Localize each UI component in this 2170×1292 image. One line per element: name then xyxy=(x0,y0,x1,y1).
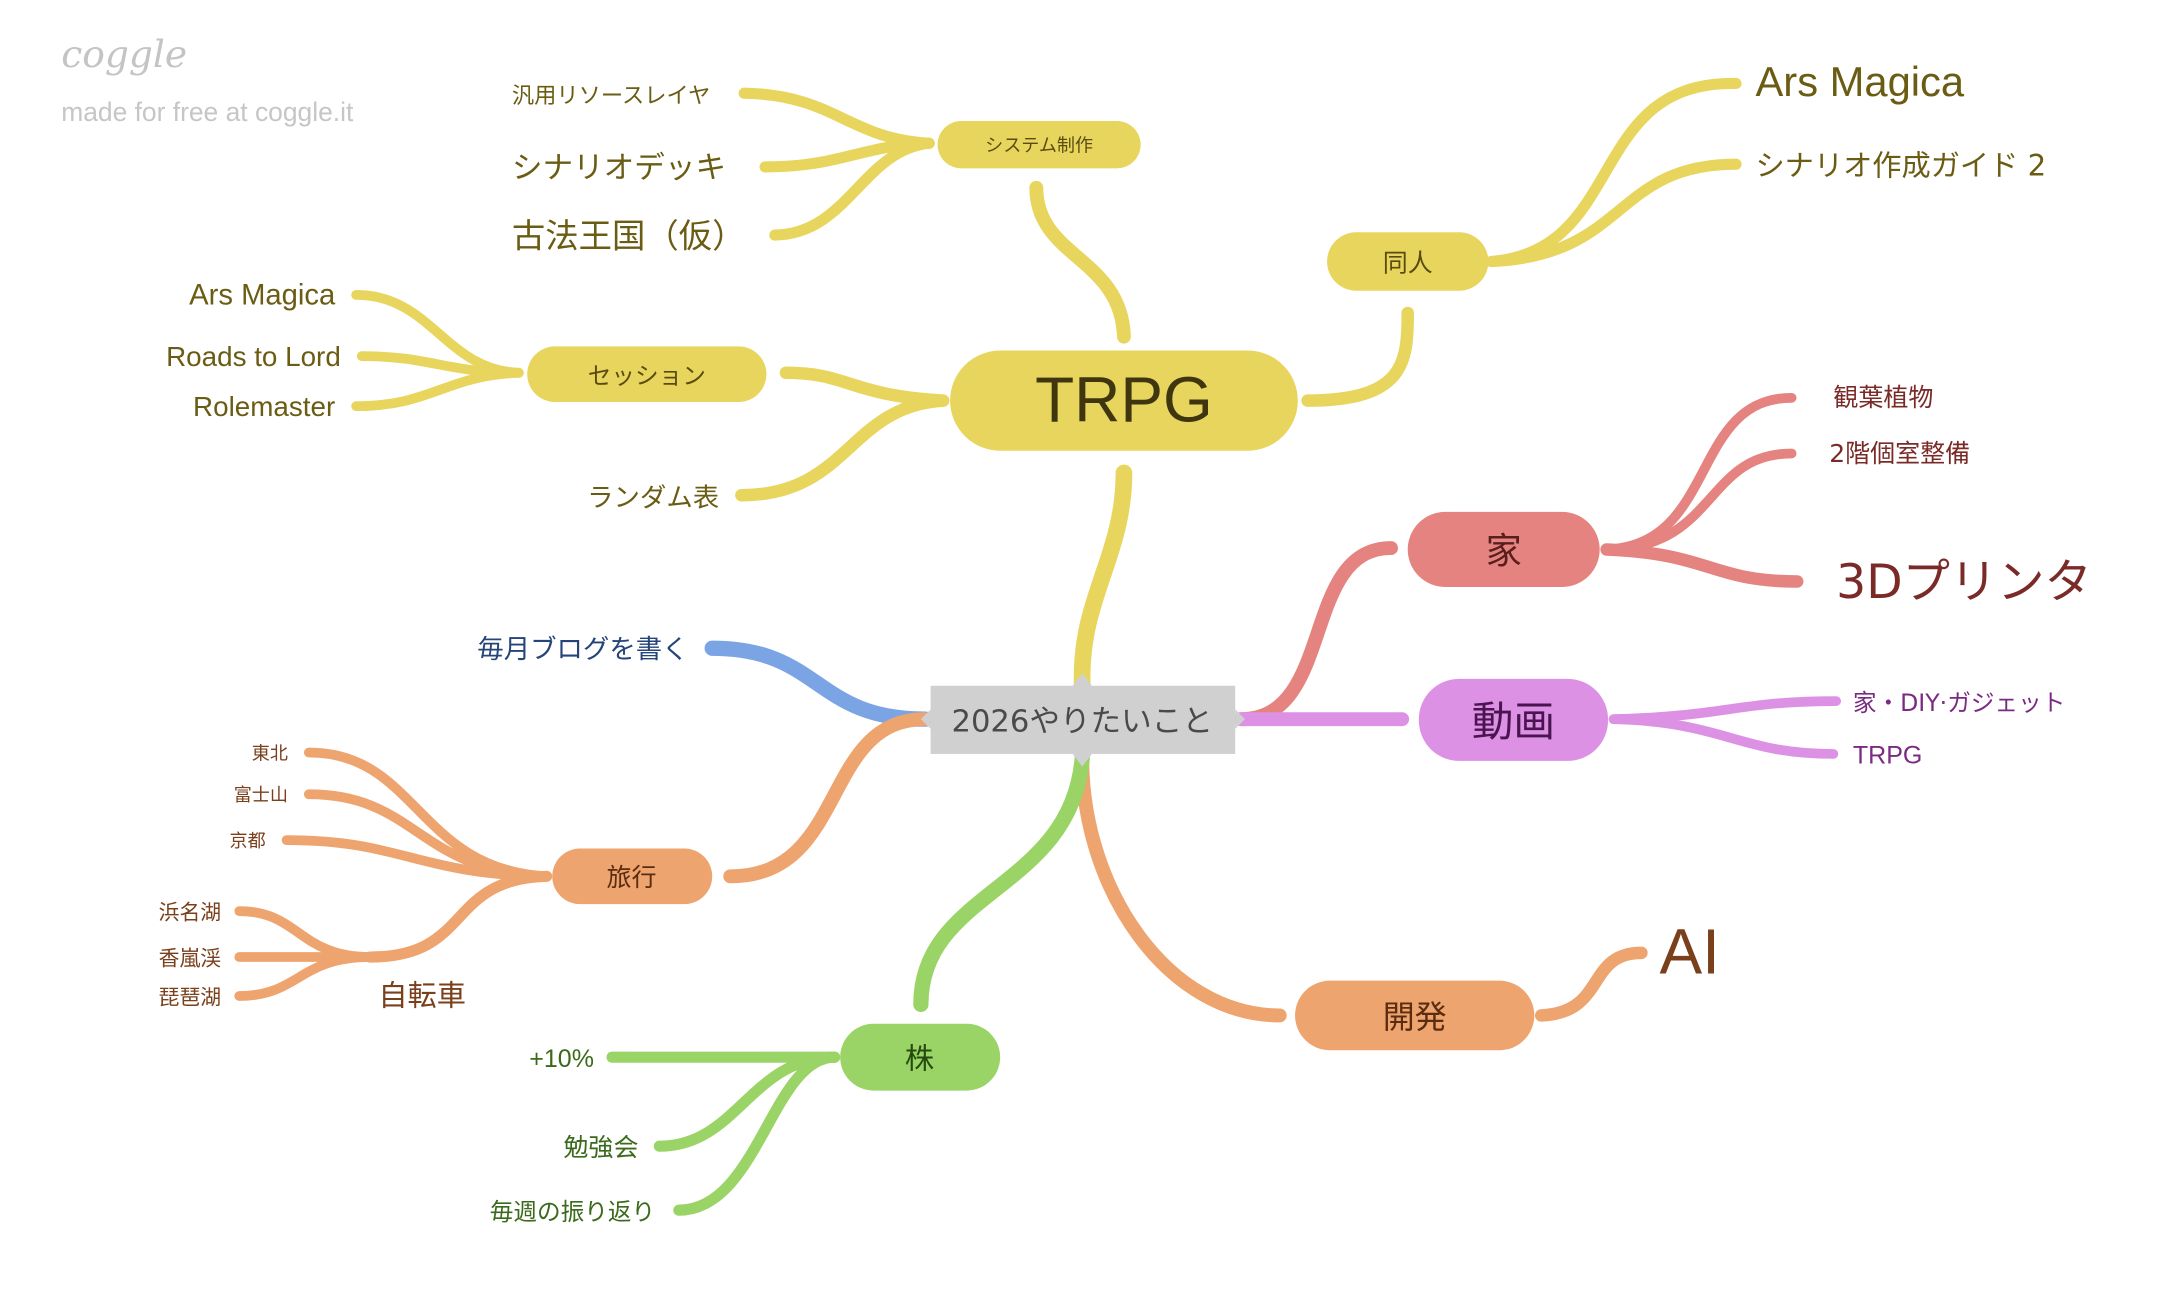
bicycle-child-0[interactable]: 浜名湖 xyxy=(159,900,222,924)
root-box xyxy=(930,685,1236,754)
branch-system-c2 xyxy=(769,137,935,241)
branch-root-travel xyxy=(723,712,932,884)
home-label: 家 xyxy=(1486,529,1522,572)
branch-trpg-random xyxy=(735,394,950,502)
doujin-child-0[interactable]: Ars Magica xyxy=(1755,58,1964,105)
branch-home-c0 xyxy=(1601,392,1797,555)
video-label: 動画 xyxy=(1472,697,1555,746)
branch-root-stocks xyxy=(913,750,1090,1012)
system-child-1[interactable]: シナリオデッキ xyxy=(512,151,726,186)
root-notch-right xyxy=(1235,709,1245,729)
video-child-0[interactable]: 家・DIY·ガジェット xyxy=(1853,689,2065,717)
branch-root-trpg xyxy=(1073,464,1133,693)
home-pill xyxy=(1407,511,1600,588)
travel-child-1[interactable]: 富士山 xyxy=(234,785,288,806)
home-child-0[interactable]: 観葉植物 xyxy=(1833,383,1933,412)
stocks-child-2[interactable]: 毎週の振り返り xyxy=(490,1198,655,1226)
branch-home-c2 xyxy=(1600,543,1804,588)
bicycle-label[interactable]: 自転車 xyxy=(378,979,466,1013)
root-notch-bottom xyxy=(1072,753,1092,767)
trpg-pill xyxy=(950,350,1298,451)
dev-child-0[interactable]: AI xyxy=(1659,916,1719,988)
branch-bicycle-c0 xyxy=(234,906,375,962)
stocks-pill xyxy=(840,1023,1001,1091)
video-pill xyxy=(1418,678,1609,761)
doujin-pill xyxy=(1327,232,1489,291)
blog-label[interactable]: 毎月ブログを書く xyxy=(477,634,688,665)
branch-home-c1 xyxy=(1601,448,1797,555)
doujin-node[interactable]: 同人 xyxy=(1327,232,1489,291)
branch-system-c0 xyxy=(738,87,935,149)
branch-root-blog xyxy=(704,640,933,727)
branch-trpg-session xyxy=(779,366,950,407)
stocks-child-0[interactable]: +10% xyxy=(529,1045,594,1073)
branch-trpg-system xyxy=(1029,180,1131,344)
session-label: セッション xyxy=(588,362,706,390)
session-node[interactable]: セッション xyxy=(527,346,767,403)
root-label: 2026やりたいこと xyxy=(952,705,1213,740)
system-label: システム制作 xyxy=(985,136,1093,157)
root-notch-top xyxy=(1072,673,1092,686)
session-child-0[interactable]: Ars Magica xyxy=(189,280,336,312)
travel-node[interactable]: 旅行 xyxy=(552,848,713,905)
home-node[interactable]: 家 xyxy=(1407,511,1600,588)
session-child-1[interactable]: Roads to Lord xyxy=(166,341,341,372)
video-node[interactable]: 動画 xyxy=(1418,678,1609,761)
system-child-2[interactable]: 古法王国（仮） xyxy=(512,217,746,256)
branch-travel-c2 xyxy=(281,835,552,882)
travel-child-2[interactable]: 京都 xyxy=(230,831,266,852)
travel-pill xyxy=(552,848,713,905)
dev-node[interactable]: 開発 xyxy=(1295,980,1535,1051)
branch-doujin-c1 xyxy=(1485,158,1742,268)
branch-stocks-c1 xyxy=(653,1051,841,1152)
branch-travel-bicycle xyxy=(364,870,553,963)
video-child-1[interactable]: TRPG xyxy=(1853,742,1923,770)
bicycle-child-2[interactable]: 琵琶湖 xyxy=(159,985,222,1009)
system-child-0[interactable]: 汎用リソースレイヤ xyxy=(512,83,710,109)
home-child-1[interactable]: 2階個室整備 xyxy=(1829,439,1970,468)
system-node[interactable]: システム制作 xyxy=(937,121,1141,169)
trpg-node[interactable]: TRPG xyxy=(950,350,1298,451)
root-notch-left xyxy=(920,709,931,729)
watermark-tagline: made for free at coggle.it xyxy=(61,97,354,127)
branch-doujin-c0 xyxy=(1485,77,1742,268)
root-node[interactable]: 2026やりたいこと xyxy=(920,673,1245,767)
branch-bicycle-c2 xyxy=(234,952,375,1001)
session-pill xyxy=(527,346,767,403)
stocks-label: 株 xyxy=(905,1041,934,1075)
random-table-label[interactable]: ランダム表 xyxy=(587,482,719,513)
bicycle-child-1[interactable]: 香嵐渓 xyxy=(159,946,222,970)
branch-dev-c0 xyxy=(1534,946,1648,1022)
branch-connectors xyxy=(234,77,1842,1216)
branch-video-c1 xyxy=(1608,714,1839,759)
travel-label: 旅行 xyxy=(607,863,657,892)
branch-root-dev xyxy=(1075,751,1287,1023)
home-child-2[interactable]: 3Dプリンタ xyxy=(1836,555,2092,610)
doujin-label: 同人 xyxy=(1383,248,1433,277)
dev-label: 開発 xyxy=(1383,998,1447,1036)
branch-session-c2 xyxy=(351,367,524,412)
coggle-logo: coggle xyxy=(61,32,187,76)
system-pill xyxy=(937,121,1141,169)
doujin-child-1[interactable]: シナリオ作成ガイド 2 xyxy=(1755,148,2046,182)
trpg-label: TRPG xyxy=(1035,363,1213,435)
stocks-node[interactable]: 株 xyxy=(840,1023,1001,1091)
branch-root-home xyxy=(1233,541,1398,727)
branch-trpg-doujin xyxy=(1301,306,1414,407)
session-child-2[interactable]: Rolemaster xyxy=(193,391,335,422)
stocks-child-1[interactable]: 勉強会 xyxy=(563,1133,638,1162)
branch-stocks-c2 xyxy=(673,1051,841,1216)
travel-child-0[interactable]: 東北 xyxy=(252,744,288,765)
dev-pill xyxy=(1295,980,1535,1051)
